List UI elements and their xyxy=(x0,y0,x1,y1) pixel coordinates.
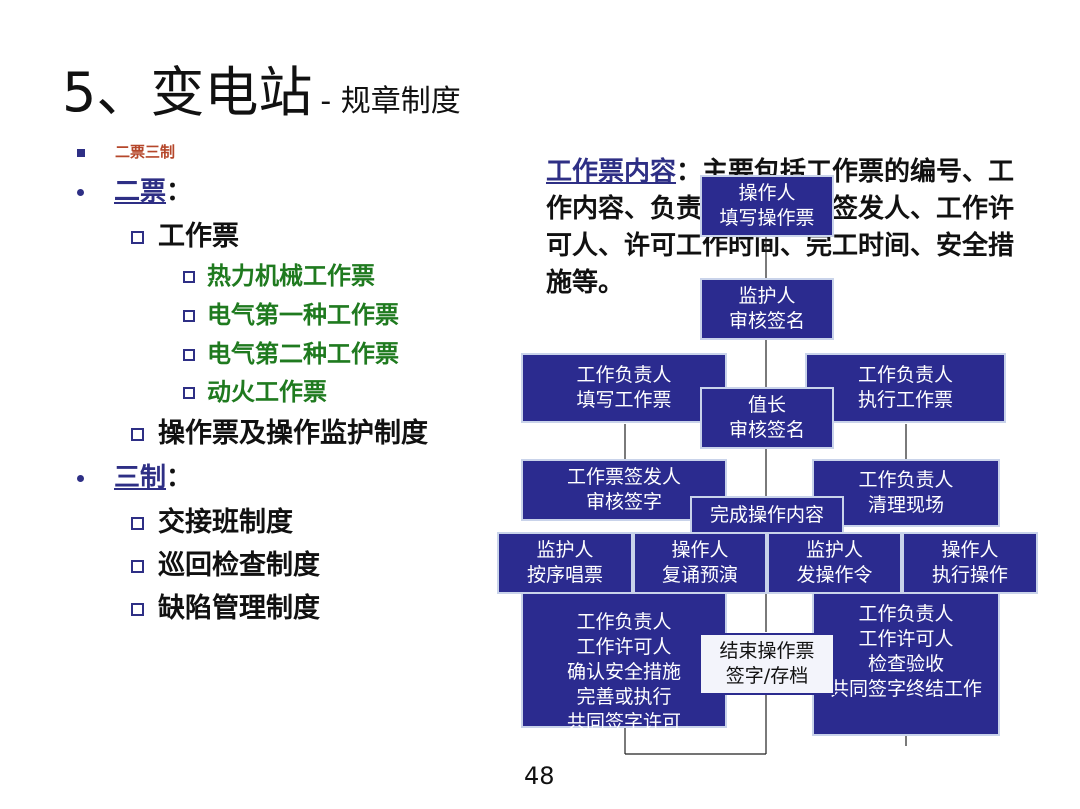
outline-intro: 二票三制 xyxy=(77,141,175,162)
bullet-outline: 二票三制 二票： 工作票 热力机械工作票 电气第一种工作票 电气第二种工作票 动… xyxy=(0,0,520,650)
dot-bullet-icon xyxy=(77,475,84,482)
outline-operation-ticket: 操作票及操作监护制度 xyxy=(131,411,428,450)
three-systems-link[interactable]: 三制 xyxy=(114,463,167,493)
system-item: 交接班制度 xyxy=(131,500,293,539)
work-ticket-type-item: 动火工作票 xyxy=(183,372,327,407)
work-ticket-type-item: 电气第二种工作票 xyxy=(183,334,399,369)
flow-box-finish-operation: 完成操作内容 xyxy=(690,496,844,534)
slide-title-sub: - 规章制度 xyxy=(320,84,461,119)
outline-three-systems: 三制： xyxy=(77,457,192,494)
flow-box-operator-fill: 操作人填写操作票 xyxy=(700,175,834,237)
flow-box-leader-fill: 工作负责人填写工作票 xyxy=(521,353,727,423)
system-item: 巡回检查制度 xyxy=(131,543,320,582)
page-number: 48 xyxy=(524,762,555,790)
two-tickets-link[interactable]: 二票 xyxy=(114,177,167,207)
flow-box-issuer-sign: 工作票签发人审核签字 xyxy=(521,459,727,521)
slide-title: 5、变电站- 规章制度 xyxy=(62,48,461,127)
flow-box-end-ticket: 结束操作票签字/存档 xyxy=(699,633,835,695)
outline-work-ticket: 工作票 xyxy=(131,214,239,253)
note-heading-link[interactable]: 工作票内容 xyxy=(546,157,677,187)
hollow-square-bullet-icon xyxy=(131,517,144,530)
hollow-square-bullet-icon xyxy=(183,310,195,322)
hollow-square-bullet-icon xyxy=(183,387,195,399)
hollow-square-bullet-icon xyxy=(131,560,144,573)
system-item: 缺陷管理制度 xyxy=(131,586,320,625)
work-ticket-content-note: 工作票内容：主要包括工作票的编号、工作内容、负责人、工作票签发人、工作许可人、许… xyxy=(546,154,1016,302)
work-ticket-type-item: 热力机械工作票 xyxy=(183,256,375,291)
flow-box-leader-clean: 工作负责人清理现场 xyxy=(812,459,1000,527)
flow-box-leader-exec: 工作负责人执行工作票 xyxy=(805,353,1006,423)
flow-box-guardian-sign: 监护人审核签名 xyxy=(700,278,834,340)
work-ticket-type-item: 电气第一种工作票 xyxy=(183,295,399,330)
hollow-square-bullet-icon xyxy=(131,428,144,441)
hollow-square-bullet-icon xyxy=(131,231,144,244)
flow-box-guardian-order: 监护人发操作令 xyxy=(767,532,902,594)
hollow-square-bullet-icon xyxy=(131,603,144,616)
outline-two-tickets: 二票： xyxy=(77,171,192,208)
flow-box-guardian-read: 监护人按序唱票 xyxy=(497,532,633,594)
flow-box-permit-accept: 工作负责人工作许可人检查验收共同签字终结工作 xyxy=(812,578,1000,736)
hollow-square-bullet-icon xyxy=(183,271,195,283)
hollow-square-bullet-icon xyxy=(183,349,195,361)
flow-box-duty-chief: 值长审核签名 xyxy=(700,387,834,449)
note-body: ：主要包括工作票的编号、工作内容、负责人、工作票签发人、工作许可人、许可工作时间… xyxy=(546,157,1015,298)
flow-box-operator-execute: 操作人执行操作 xyxy=(902,532,1038,594)
dot-bullet-icon xyxy=(77,189,84,196)
slide-title-main: 5、变电站 xyxy=(62,61,313,124)
square-bullet-icon xyxy=(77,148,85,157)
flow-box-permit-confirm: 工作负责人工作许可人确认安全措施完善或执行共同签字许可 xyxy=(521,578,727,733)
flow-box-operator-repeat: 操作人复诵预演 xyxy=(633,532,767,594)
